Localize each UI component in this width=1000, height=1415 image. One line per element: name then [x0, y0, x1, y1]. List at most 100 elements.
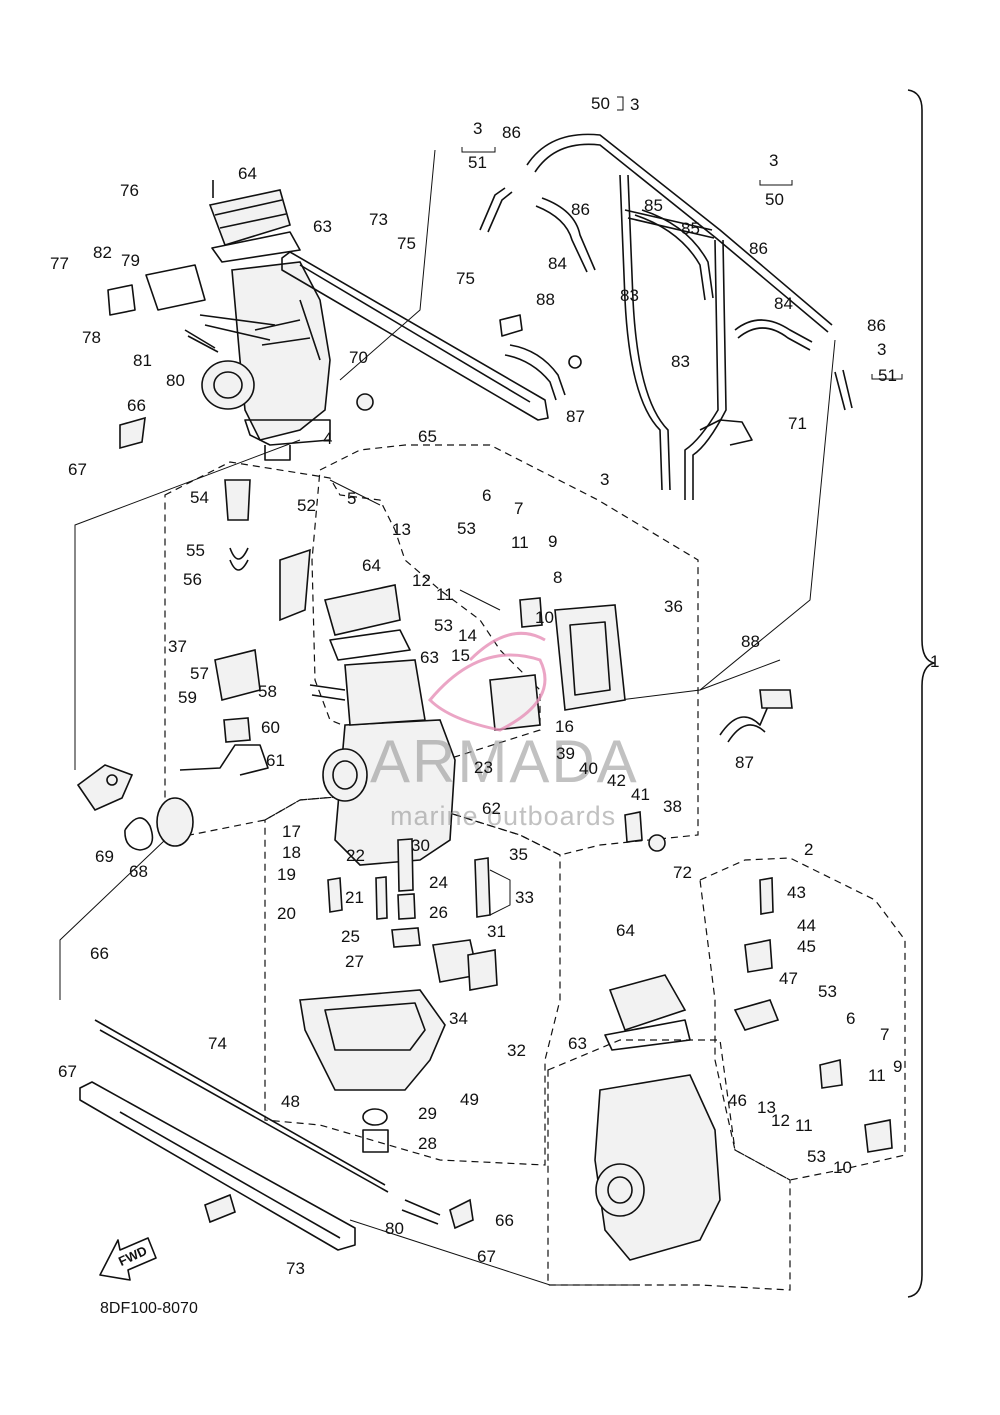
callout-87: 87: [735, 753, 754, 772]
callout-30: 30: [411, 836, 430, 855]
callout-81: 81: [133, 351, 152, 370]
callout-49: 49: [460, 1090, 479, 1109]
callout-3: 3: [630, 95, 639, 114]
callout-11: 11: [436, 585, 454, 604]
callout-55: 55: [186, 541, 205, 560]
callout-65: 65: [418, 427, 437, 446]
callout-5: 5: [347, 489, 356, 508]
callout-7: 7: [880, 1025, 889, 1044]
top-cover-upper: [208, 180, 301, 263]
callout-21: 21: [345, 888, 364, 907]
callout-86: 86: [571, 200, 590, 219]
watermark-logo-mark: [427, 631, 547, 732]
callout-33: 33: [515, 888, 534, 907]
callout-15: 15: [451, 646, 470, 665]
callout-3: 3: [600, 470, 609, 489]
upper-carburetor: [199, 261, 331, 461]
callout-71: 71: [788, 414, 807, 433]
callout-86: 86: [502, 123, 521, 142]
callout-53: 53: [457, 519, 476, 538]
callout-64: 64: [616, 921, 635, 940]
callout-8: 8: [553, 568, 562, 587]
callout-9: 9: [893, 1057, 902, 1076]
callout-87: 87: [566, 407, 585, 426]
callout-19: 19: [277, 865, 296, 884]
callout-45: 45: [797, 937, 816, 956]
callout-9: 9: [548, 532, 557, 551]
callout-85: 85: [681, 219, 700, 238]
fwd-arrow-icon: FWD: [99, 1237, 157, 1281]
callout-35: 35: [509, 845, 528, 864]
small-parts: [76, 264, 893, 1230]
callout-67: 67: [477, 1247, 496, 1266]
callout-62: 62: [482, 799, 501, 818]
callout-60: 60: [261, 718, 280, 737]
assembly-brace: [907, 89, 935, 1298]
callout-53: 53: [818, 982, 837, 1001]
diagram-code: 8DF100-8070: [100, 1300, 198, 1317]
callout-12: 12: [412, 571, 431, 590]
sub-assembly-outlines: [164, 444, 906, 1291]
callout-73: 73: [369, 210, 388, 229]
callout-84: 84: [774, 294, 793, 313]
callout-51: 51: [878, 366, 897, 385]
middle-carburetor: [309, 584, 456, 866]
callout-57: 57: [190, 664, 209, 683]
callout-42: 42: [607, 771, 626, 790]
callout-17: 17: [282, 822, 301, 841]
callout-29: 29: [418, 1104, 437, 1123]
callout-84: 84: [548, 254, 567, 273]
callout-70: 70: [349, 348, 368, 367]
callout-64: 64: [238, 164, 257, 183]
callout-25: 25: [341, 927, 360, 946]
callout-10: 10: [833, 1158, 852, 1177]
callout-67: 67: [68, 460, 87, 479]
callout-22: 22: [346, 846, 365, 865]
callout-83: 83: [671, 352, 690, 371]
callout-66: 66: [90, 944, 109, 963]
callout-40: 40: [579, 759, 598, 778]
callout-83: 83: [620, 286, 639, 305]
bracket-marks: [461, 96, 903, 916]
callout-14: 14: [458, 626, 477, 645]
callout-72: 72: [673, 863, 692, 882]
callout-63: 63: [420, 648, 439, 667]
callout-51: 51: [468, 153, 487, 172]
callout-23: 23: [474, 758, 493, 777]
leader-lines: [59, 149, 836, 1286]
callout-50: 50: [765, 190, 784, 209]
callout-59: 59: [178, 688, 197, 707]
callout-67: 67: [58, 1062, 77, 1081]
callout-54: 54: [190, 488, 209, 507]
callout-6: 6: [846, 1009, 855, 1028]
callout-68: 68: [129, 862, 148, 881]
callout-86: 86: [749, 239, 768, 258]
callout-46: 46: [728, 1091, 747, 1110]
callout-2: 2: [804, 840, 813, 859]
callout-75: 75: [397, 234, 416, 253]
callout-44: 44: [797, 916, 816, 935]
callout-52: 52: [297, 496, 316, 515]
callout-18: 18: [282, 843, 301, 862]
callout-13: 13: [392, 520, 411, 539]
callout-32: 32: [507, 1041, 526, 1060]
callout-64: 64: [362, 556, 381, 575]
callout-58: 58: [258, 682, 277, 701]
callout-24: 24: [429, 873, 448, 892]
callout-88: 88: [536, 290, 555, 309]
callout-80: 80: [385, 1219, 404, 1238]
callout-11: 11: [795, 1116, 813, 1135]
callout-88: 88: [741, 632, 760, 651]
callout-53: 53: [434, 616, 453, 635]
callout-78: 78: [82, 328, 101, 347]
callout-41: 41: [631, 785, 650, 804]
watermark-brand: ARMADA: [370, 728, 639, 795]
float-bowl: [299, 989, 446, 1153]
callout-37: 37: [168, 637, 187, 656]
callout-12: 12: [771, 1111, 790, 1130]
callout-34: 34: [449, 1009, 468, 1028]
callout-82: 82: [93, 243, 112, 262]
callout-80: 80: [166, 371, 185, 390]
